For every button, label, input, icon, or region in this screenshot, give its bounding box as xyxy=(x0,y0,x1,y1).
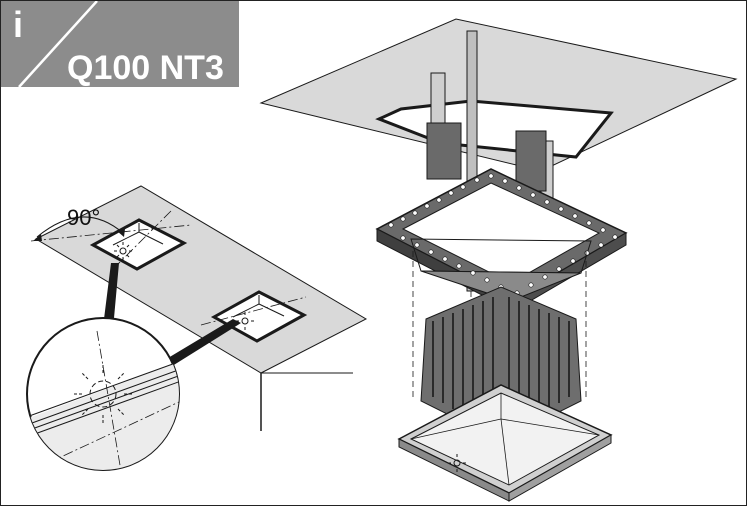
ceiling-panel-large xyxy=(259,18,738,172)
angle-label: 90° xyxy=(67,205,100,230)
mounting-clip-left xyxy=(426,72,462,180)
info-badge: i Q100 NT3 xyxy=(1,1,239,88)
marker-star-3 xyxy=(448,454,466,472)
info-icon: i xyxy=(13,4,23,45)
luminaire-reflector xyxy=(409,392,601,486)
cutout-2 xyxy=(210,290,308,343)
detail-magnifier xyxy=(26,317,180,471)
magnifier-leaders xyxy=(103,263,241,373)
product-code: Q100 NT3 xyxy=(67,49,224,87)
center-lines xyxy=(30,210,307,326)
frame-holes xyxy=(388,173,618,296)
cutout-1 xyxy=(89,218,188,271)
support-rod xyxy=(466,30,478,292)
